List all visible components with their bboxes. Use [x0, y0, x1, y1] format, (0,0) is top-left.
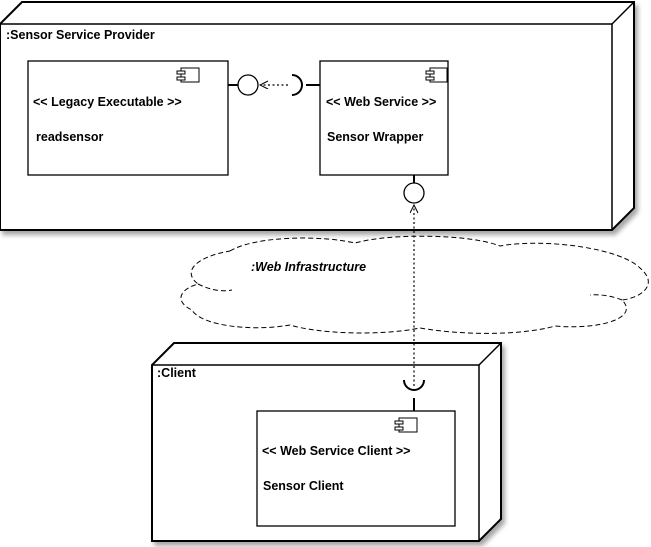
web-service-component[interactable]: << Web Service >> Sensor Wrapper [319, 60, 449, 176]
web-infrastructure-cloud: :Web Infrastructure [180, 235, 649, 334]
legacy-provided-interface [228, 74, 259, 96]
legacy-component-name: readsensor [36, 130, 104, 144]
provider-node-name: :Sensor Service Provider [6, 28, 155, 42]
client-required-interface [403, 379, 425, 411]
component-icon [425, 67, 448, 83]
web-infrastructure-label: :Web Infrastructure [251, 260, 366, 274]
node-3d-edges [151, 342, 502, 541]
legacy-executable-component[interactable]: << Legacy Executable >> readsensor [27, 60, 229, 176]
component-icon [394, 417, 418, 433]
component-icon [176, 67, 200, 83]
web-service-required-interface [291, 74, 320, 96]
web-service-client-name: Sensor Client [263, 479, 344, 493]
web-service-stereotype: << Web Service >> [326, 95, 436, 109]
legacy-stereotype: << Legacy Executable >> [33, 95, 182, 109]
web-service-client-component[interactable]: << Web Service Client >> Sensor Client [256, 410, 456, 527]
client-node-name: :Client [157, 366, 197, 380]
web-service-client-stereotype: << Web Service Client >> [262, 444, 410, 458]
node-3d-edges [0, 1, 635, 230]
web-service-provided-interface [403, 175, 425, 204]
web-service-component-name: Sensor Wrapper [327, 130, 423, 144]
